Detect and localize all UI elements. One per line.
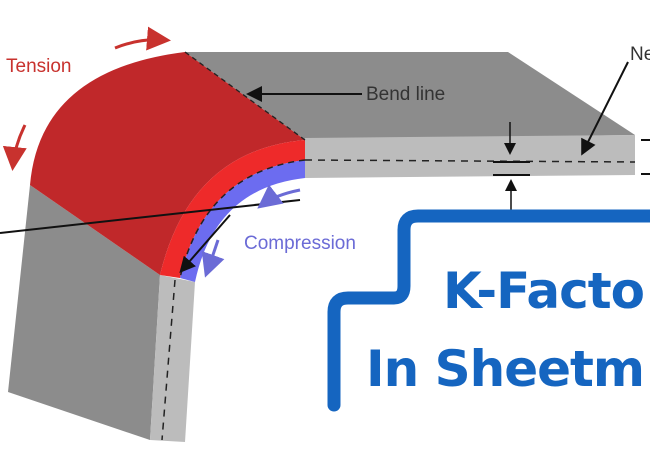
bend-region-tension <box>30 52 305 275</box>
compression-label: Compression <box>244 233 356 254</box>
neutral-axis-arrow <box>581 61 629 156</box>
neutral-axis-bend <box>179 159 306 279</box>
tension-label: Tension <box>6 56 72 77</box>
neutral-axis-top <box>304 159 636 163</box>
tension-arrow-left <box>2 124 27 171</box>
bend-line-label: Bend line <box>366 84 446 105</box>
bend-edge-outer <box>160 140 305 278</box>
top-flange-face <box>185 52 635 140</box>
radius-arrow <box>179 214 231 274</box>
neutral-axis-label: Ne <box>630 44 650 65</box>
title-frame <box>327 209 650 412</box>
neutral-axis-down <box>161 279 176 441</box>
title-line-2: In Sheetm <box>366 340 645 398</box>
title-line-1: K-Facto <box>443 262 645 320</box>
compression-arrow-bottom <box>201 239 225 278</box>
compression-arrow-top <box>257 184 301 209</box>
bend-line-dashed <box>184 51 306 141</box>
down-flange-face <box>8 185 160 440</box>
top-flange-edge <box>305 135 635 178</box>
down-flange-edge <box>150 275 195 442</box>
pointer-arrow-left <box>0 199 301 234</box>
tension-arrow-top <box>114 26 171 51</box>
title-panel-bg <box>330 218 650 450</box>
